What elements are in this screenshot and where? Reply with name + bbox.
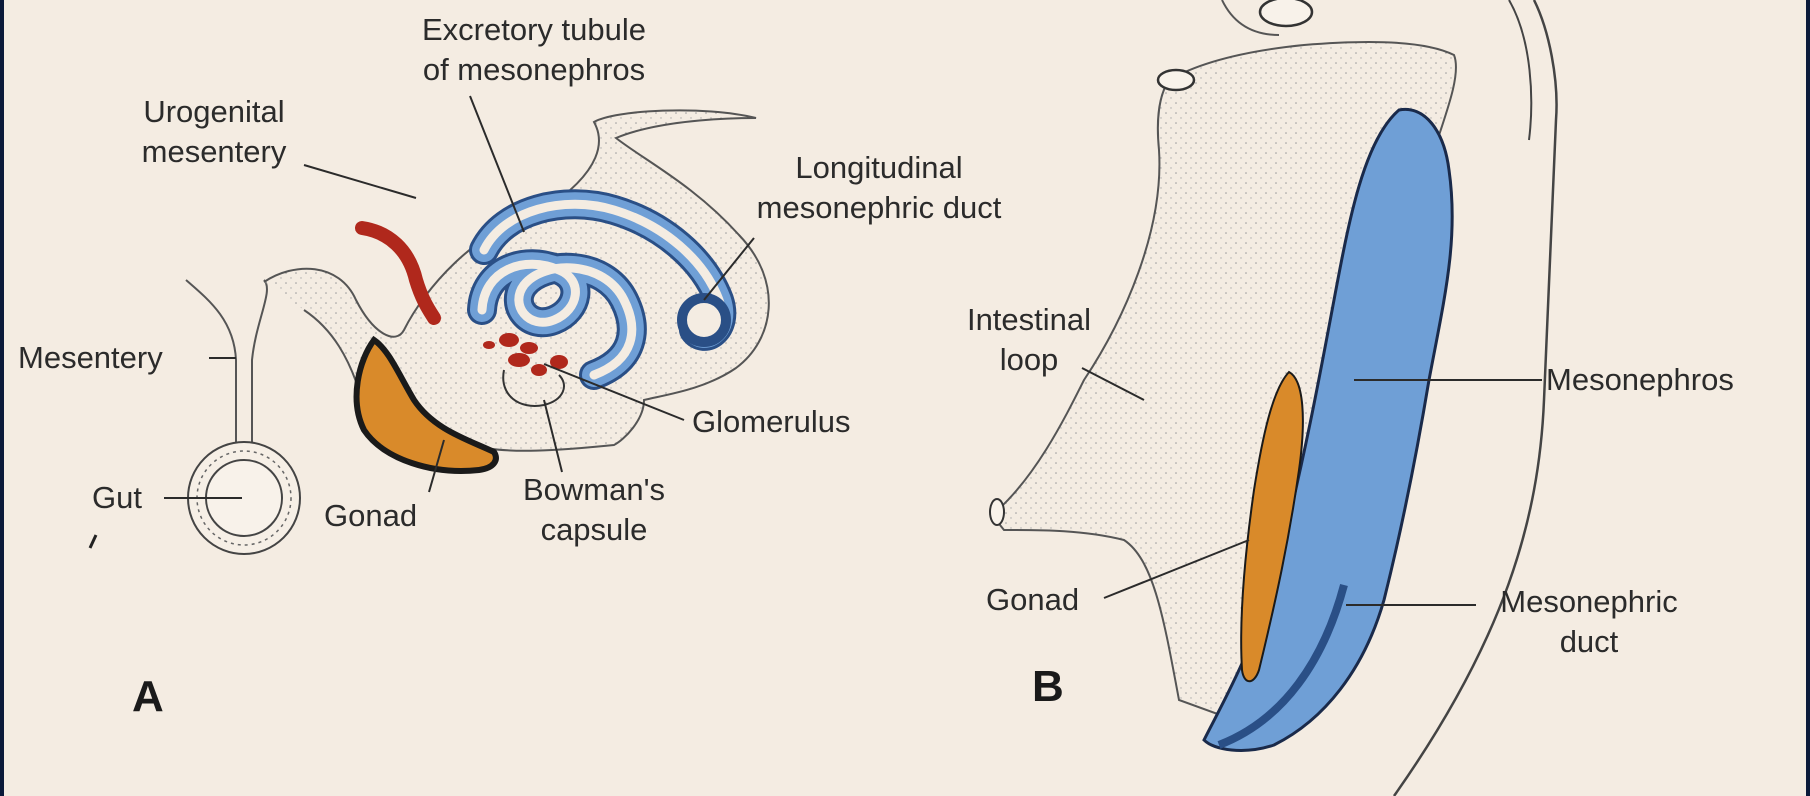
diagram-slide: Excretory tubule of mesonephros Urogenit… bbox=[4, 0, 1806, 796]
label-urogenital-line2: mesentery bbox=[114, 132, 314, 172]
label-mesonephros: Mesonephros bbox=[1546, 360, 1734, 400]
label-mesonephric-duct: Mesonephric duct bbox=[1474, 582, 1704, 662]
label-gonad-a: Gonad bbox=[324, 496, 417, 536]
longitudinal-duct-drawing bbox=[682, 298, 726, 342]
intestinal-opening bbox=[1158, 70, 1194, 90]
label-excretory-line1: Excretory tubule bbox=[379, 10, 689, 50]
panel-b-side-view bbox=[990, 0, 1557, 796]
mesentery-stalk bbox=[186, 280, 267, 455]
red-vessel bbox=[362, 228, 434, 318]
label-longitudinal-line1: Longitudinal bbox=[709, 148, 1049, 188]
label-mesonephric-duct-line2: duct bbox=[1474, 622, 1704, 662]
label-excretory-line2: of mesonephros bbox=[379, 50, 689, 90]
label-glomerulus: Glomerulus bbox=[692, 402, 851, 442]
label-mesonephric-duct-line1: Mesonephric bbox=[1474, 582, 1704, 622]
label-intestinal-loop: Intestinal loop bbox=[939, 300, 1119, 380]
label-intestinal-line2: loop bbox=[939, 340, 1119, 380]
label-bowmans-line2: capsule bbox=[494, 510, 694, 550]
label-urogenital-mesentery: Urogenital mesentery bbox=[114, 92, 314, 172]
panel-letter-b: B bbox=[1032, 662, 1064, 712]
label-longitudinal-duct: Longitudinal mesonephric duct bbox=[709, 148, 1049, 228]
label-intestinal-line1: Intestinal bbox=[939, 300, 1119, 340]
label-excretory-tubule: Excretory tubule of mesonephros bbox=[379, 10, 689, 90]
label-longitudinal-line2: mesonephric duct bbox=[709, 188, 1049, 228]
label-gut: Gut bbox=[92, 478, 142, 518]
panel-letter-a: A bbox=[132, 672, 164, 722]
label-bowmans-capsule: Bowman's capsule bbox=[494, 470, 694, 550]
label-gonad-b: Gonad bbox=[986, 580, 1079, 620]
top-oval bbox=[1260, 0, 1312, 26]
label-mesentery: Mesentery bbox=[18, 338, 163, 378]
label-urogenital-line1: Urogenital bbox=[114, 92, 314, 132]
label-bowmans-line1: Bowman's bbox=[494, 470, 694, 510]
